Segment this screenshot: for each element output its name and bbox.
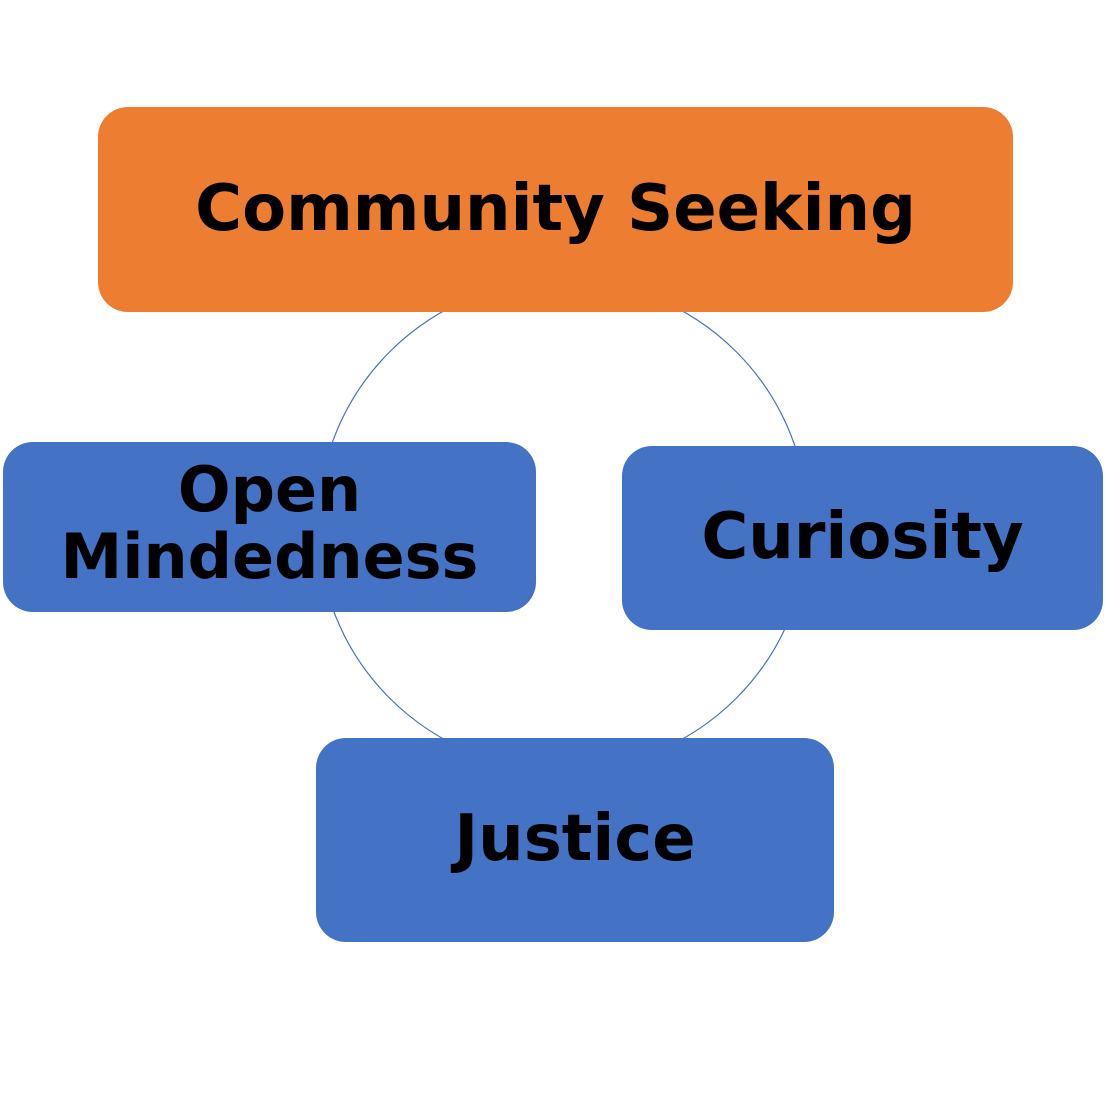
- node-label: Justice: [454, 802, 696, 877]
- node-community-seeking: Community Seeking: [98, 107, 1013, 312]
- node-label-line-2: Mindedness: [60, 520, 479, 593]
- node-justice: Justice: [316, 738, 834, 942]
- node-label: Community Seeking: [195, 171, 916, 246]
- node-label: Open Mindedness: [60, 453, 479, 593]
- node-open-mindedness: Open Mindedness: [3, 442, 536, 612]
- node-curiosity: Curiosity: [622, 446, 1103, 630]
- node-label-line-1: Open: [177, 453, 362, 527]
- node-label: Curiosity: [701, 500, 1024, 575]
